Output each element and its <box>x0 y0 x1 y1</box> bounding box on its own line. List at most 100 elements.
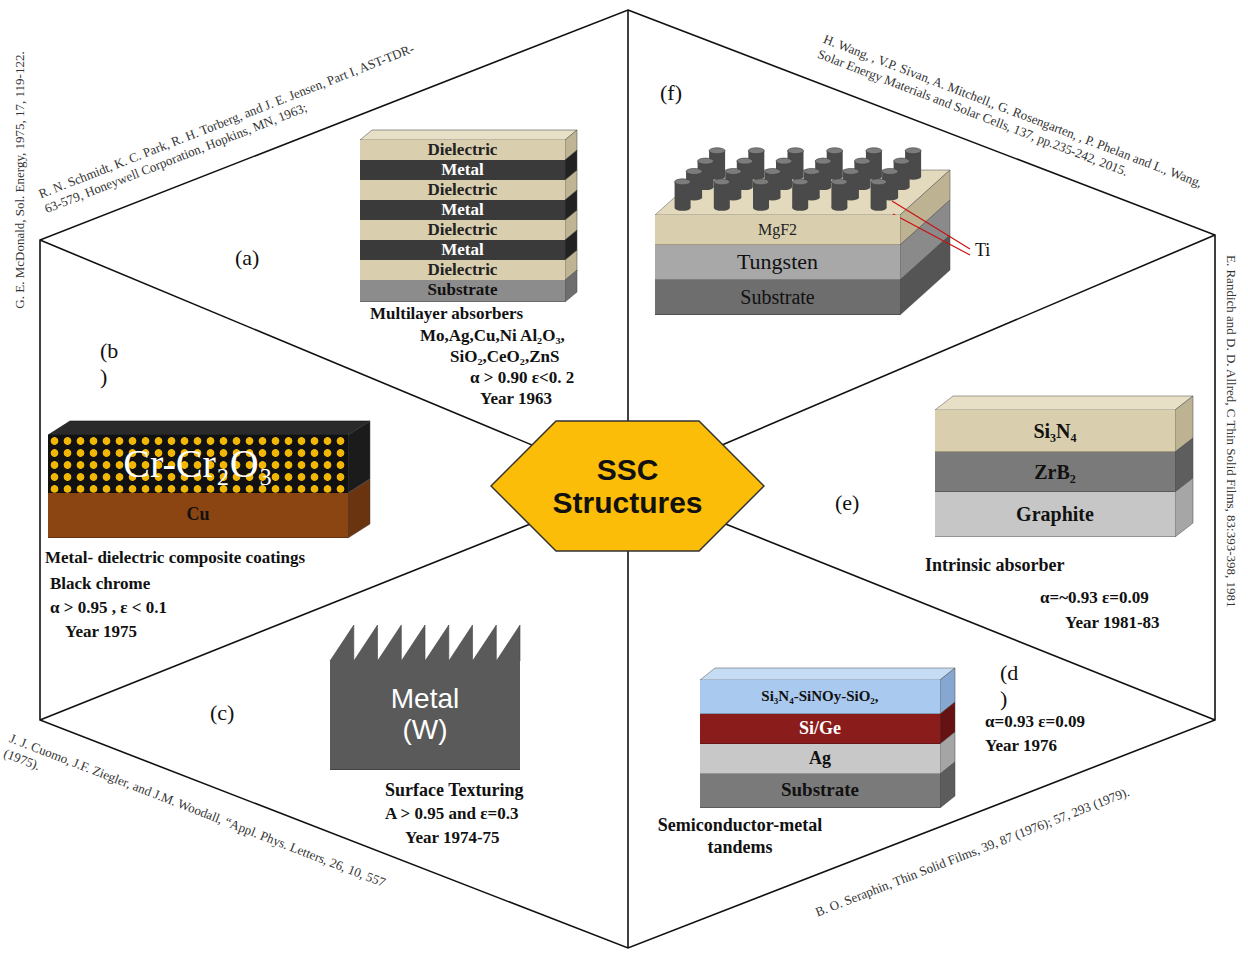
pillar-body <box>792 182 808 208</box>
metal-layer: Metal <box>360 200 565 221</box>
pillar-top <box>765 168 781 174</box>
pillar-top <box>831 179 847 185</box>
structure-name: Surface Texturing <box>385 780 524 802</box>
tungsten-layer: Tungsten <box>655 245 900 280</box>
node-text: Si/Ge <box>799 719 841 739</box>
node-text: Dielectric <box>428 221 498 240</box>
node-text: MgF2 <box>758 221 797 239</box>
year-note: Year 1963 <box>480 389 552 409</box>
performance-note: α > 0.90 ε<0. 2 <box>470 368 574 388</box>
node-text: Substrate <box>428 281 498 300</box>
pillar-base <box>753 205 769 211</box>
structure-name: Metal- dielectric composite coatings <box>45 548 305 568</box>
node-text: Si₃N₄ <box>1033 420 1076 442</box>
silver-layer: Ag <box>700 744 940 774</box>
dielectric-layer: Dielectric <box>360 140 565 161</box>
pillar-body <box>831 182 847 208</box>
si3n4-top-face <box>935 396 1193 410</box>
year-note: Year 1976 <box>985 736 1057 756</box>
cr-top-face <box>48 421 370 435</box>
dielectric-layer: Dielectric <box>360 220 565 241</box>
node-text: Substrate <box>740 286 814 308</box>
pillar-top <box>686 168 702 174</box>
pillar-top <box>905 148 921 154</box>
side-face <box>900 235 950 315</box>
pillar-top <box>843 168 859 174</box>
node-text: Graphite <box>1016 503 1094 525</box>
center-hexagon: SSC Structures <box>490 420 765 552</box>
pillar-body <box>675 182 691 208</box>
outer-hexagon <box>40 10 1215 948</box>
year-note: Year 1975 <box>65 622 137 642</box>
side-face <box>565 270 577 302</box>
dielectric-layer: Dielectric <box>360 180 565 201</box>
node-text: Metal <box>441 161 483 180</box>
panel-letter: (b ) <box>100 338 124 391</box>
structure-name: Intrinsic absorber <box>925 555 1065 577</box>
structure-name: Multilayer absorbers <box>370 304 523 324</box>
side-face <box>348 479 370 538</box>
pillar-top <box>776 158 792 164</box>
pillar-top <box>854 158 870 164</box>
node-text: Dielectric <box>428 181 498 200</box>
copper-layer: Cu <box>48 493 348 538</box>
pillar-top <box>737 158 753 164</box>
performance-note: A > 0.95 and ε=0.3 <box>385 804 518 824</box>
pillar-top <box>725 168 741 174</box>
node-text: Si₃N₄-SiNOy-SiO₂, <box>761 688 878 705</box>
pillar-top <box>788 148 804 154</box>
pillar-top <box>698 158 714 164</box>
reference: E. Randich and D. D. Allred, C Thin Soli… <box>1223 255 1239 685</box>
pillar-base <box>831 205 847 211</box>
materials-note: Mo,Ag,Cu,Ni Al₂O₃, <box>420 326 565 346</box>
materials-note: Black chrome <box>50 574 150 594</box>
tungsten-block: Metal (W) <box>330 660 520 770</box>
substrate-layer: Substrate <box>700 774 940 808</box>
side-face <box>940 762 955 808</box>
surface-texture <box>330 625 520 661</box>
pillar-base <box>871 205 887 211</box>
panel-letter: (a) <box>235 245 259 271</box>
node-text: ZrB₂ <box>1034 461 1076 483</box>
metal-layer: Metal <box>360 240 565 261</box>
pillar-top <box>753 179 769 185</box>
metal-layer: Metal <box>360 160 565 181</box>
pillar-body <box>871 182 887 208</box>
pillar-top <box>709 148 725 154</box>
panel-letter: (f) <box>660 80 682 106</box>
pillar-base <box>675 205 691 211</box>
semiconductor-layer: Si/Ge <box>700 714 940 744</box>
node-text: Metal <box>441 241 483 260</box>
stack-top-face <box>360 130 577 140</box>
dielectric-layer: Dielectric <box>360 260 565 281</box>
pillar-top <box>827 148 843 154</box>
pillar-base <box>714 205 730 211</box>
coating-top-face <box>700 668 955 680</box>
pillar-top <box>714 179 730 185</box>
part-label: Ti <box>975 240 990 262</box>
node-text: Cr-Cr₂O₃ <box>123 442 272 486</box>
cermet-layer: Cr-Cr₂O₃ <box>48 435 348 493</box>
year-note: Year 1981-83 <box>1065 613 1160 633</box>
pillar-top <box>815 158 831 164</box>
node-text: Substrate <box>781 780 859 801</box>
side-face <box>1175 478 1193 537</box>
pillar-top <box>675 179 691 185</box>
pillar-top <box>804 168 820 174</box>
pillar-top <box>866 148 882 154</box>
graphite-layer: Graphite <box>935 492 1175 537</box>
node-text: Dielectric <box>428 261 498 280</box>
zrb2-layer: ZrB₂ <box>935 452 1175 492</box>
node-text: Metal <box>441 201 483 220</box>
node-text: Dielectric <box>428 141 498 160</box>
pillar-body <box>714 182 730 208</box>
year-note: Year 1974-75 <box>405 828 500 848</box>
node-text: SSC Structures <box>533 453 723 519</box>
sector-dividers <box>40 10 1215 948</box>
panel-letter: (c) <box>210 700 234 726</box>
texture-teeth <box>330 625 520 661</box>
node-text: Cu <box>186 505 209 525</box>
si3n4-layer: Si₃N₄ <box>935 410 1175 452</box>
hexagon-fill <box>491 421 764 551</box>
